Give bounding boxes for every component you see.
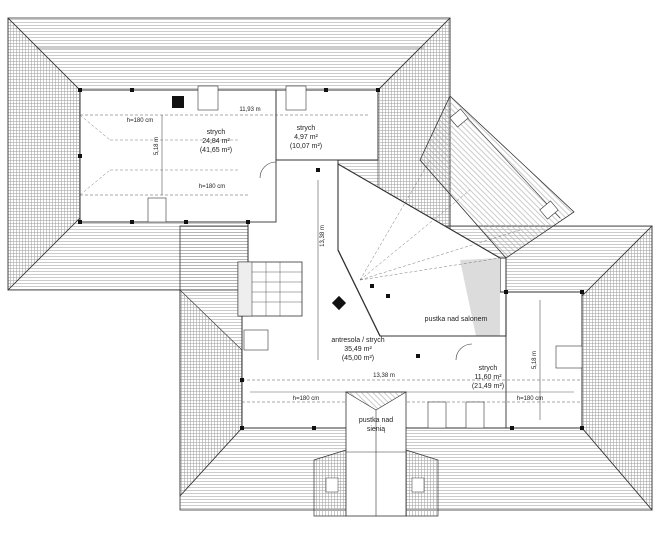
dim-center-height: 13,38 m (320, 225, 326, 247)
room-strych-mid-name: strych (297, 125, 316, 132)
height-label-2: h=180 cm (199, 184, 226, 190)
chimney-left (172, 96, 184, 108)
entrance-canopy (313, 391, 439, 517)
dim-right-height: 5,18 m (532, 351, 538, 369)
room-antresola-name: antresola / strych (331, 337, 384, 344)
room-strych-left-area: 24,84 m² (202, 138, 230, 145)
dim-bottom-width: 13,38 m (373, 373, 395, 379)
room-antresola-area: 35,49 m² (344, 346, 372, 353)
void-over-salon (331, 159, 521, 337)
room-strych-left-name: strych (207, 129, 226, 136)
posts (78, 88, 584, 430)
room-strych-mid-total: (10,07 m²) (290, 143, 322, 150)
room-strych-right-area: 11,60 m² (474, 374, 502, 381)
room-strych-left-total: (41,65 m²) (200, 147, 232, 154)
room-strych-right-total: (21,49 m²) (472, 383, 504, 390)
room-antresola-total: (45,00 m²) (342, 355, 374, 362)
lower-band (242, 180, 582, 429)
height-label-4: h=180 cm (517, 396, 544, 402)
height-label-1: h=180 cm (127, 118, 154, 124)
staircase (237, 261, 303, 317)
void-salon-label: pustka nad salonem (425, 316, 488, 323)
right-attic-room (455, 291, 583, 429)
dim-left-height: 5,18 m (154, 137, 160, 155)
left-attic-room (79, 85, 370, 223)
void-sien-line-2: sienią (367, 426, 385, 433)
dim-top-width: 11,93 m (239, 107, 260, 113)
height-label-3: h=180 cm (293, 396, 320, 402)
chimney-center (331, 295, 347, 311)
room-strych-mid-area: 4,97 m² (294, 134, 318, 141)
void-sien-line-1: pustka nad (359, 417, 393, 424)
room-strych-right-name: strych (479, 365, 498, 372)
